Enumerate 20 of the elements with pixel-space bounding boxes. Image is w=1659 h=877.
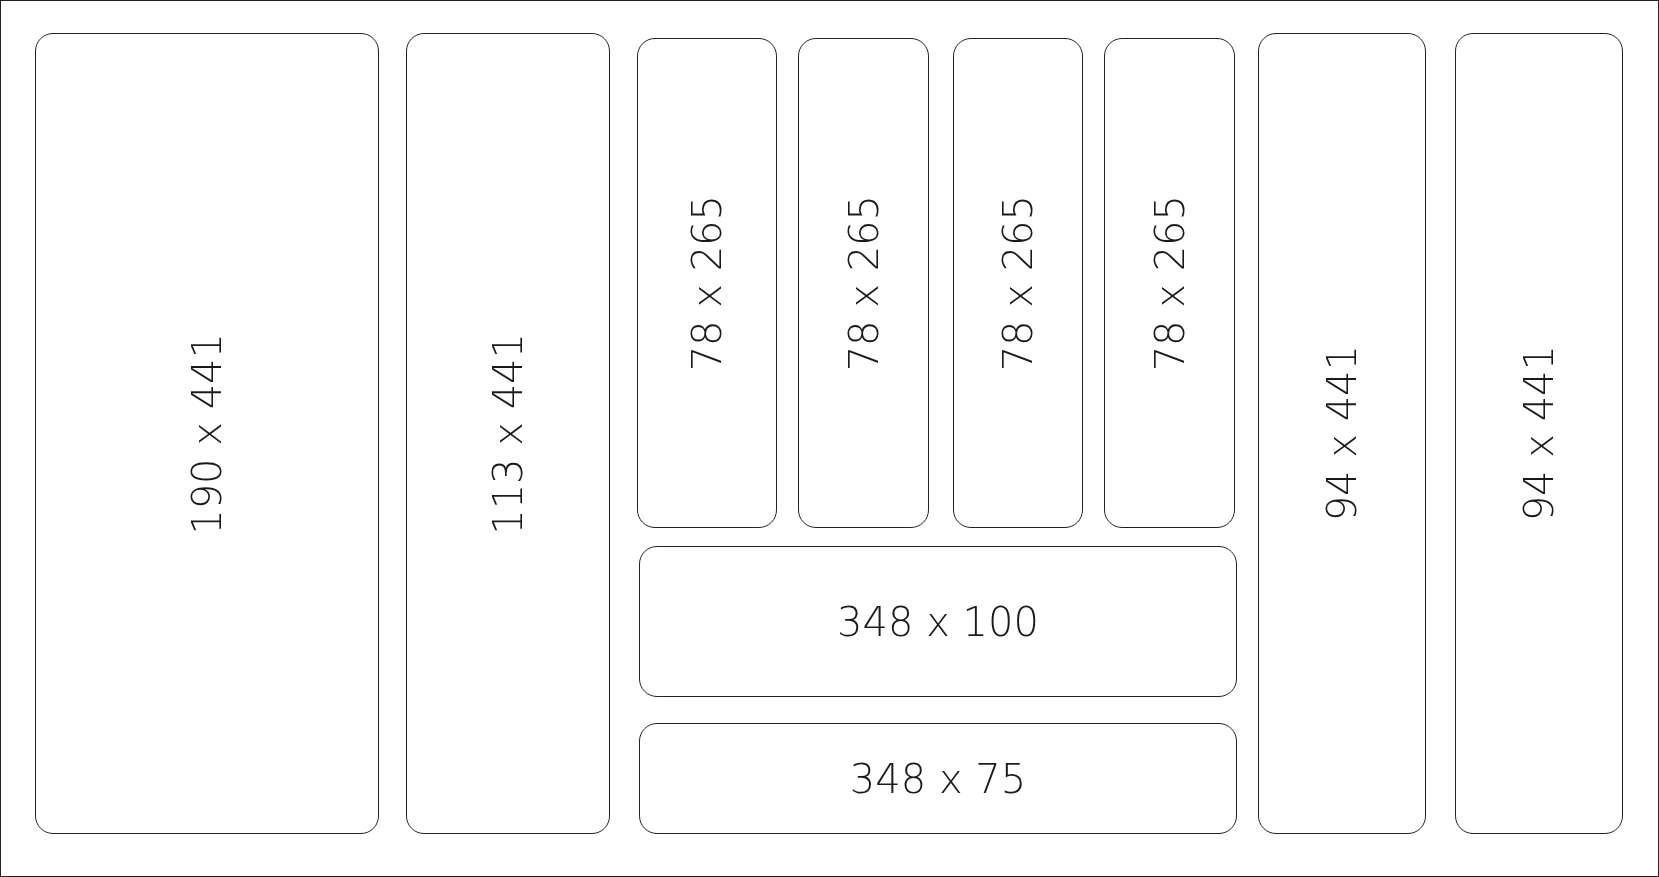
compartment — [1104, 38, 1235, 528]
dimension-label: 94 x 441 — [1519, 345, 1559, 522]
compartment — [798, 38, 929, 528]
dimension-label: 348 x 75 — [849, 758, 1027, 799]
dimension-label: 348 x 100 — [837, 601, 1039, 642]
dimension-label: 190 x 441 — [187, 332, 227, 535]
compartment — [406, 33, 610, 834]
compartment — [637, 38, 777, 528]
dimension-label: 78 x 265 — [998, 194, 1038, 372]
compartment — [1258, 33, 1426, 834]
compartment — [1455, 33, 1623, 834]
compartment — [35, 33, 379, 834]
dimension-label: 78 x 265 — [687, 194, 727, 372]
dimension-label: 113 x 441 — [488, 332, 528, 535]
dimension-label: 94 x 441 — [1322, 345, 1362, 522]
dimension-label: 78 x 265 — [843, 194, 884, 372]
compartment — [639, 723, 1237, 834]
dimension-label: 78 x 265 — [1149, 194, 1190, 372]
compartment — [639, 546, 1237, 697]
compartment — [953, 38, 1083, 528]
